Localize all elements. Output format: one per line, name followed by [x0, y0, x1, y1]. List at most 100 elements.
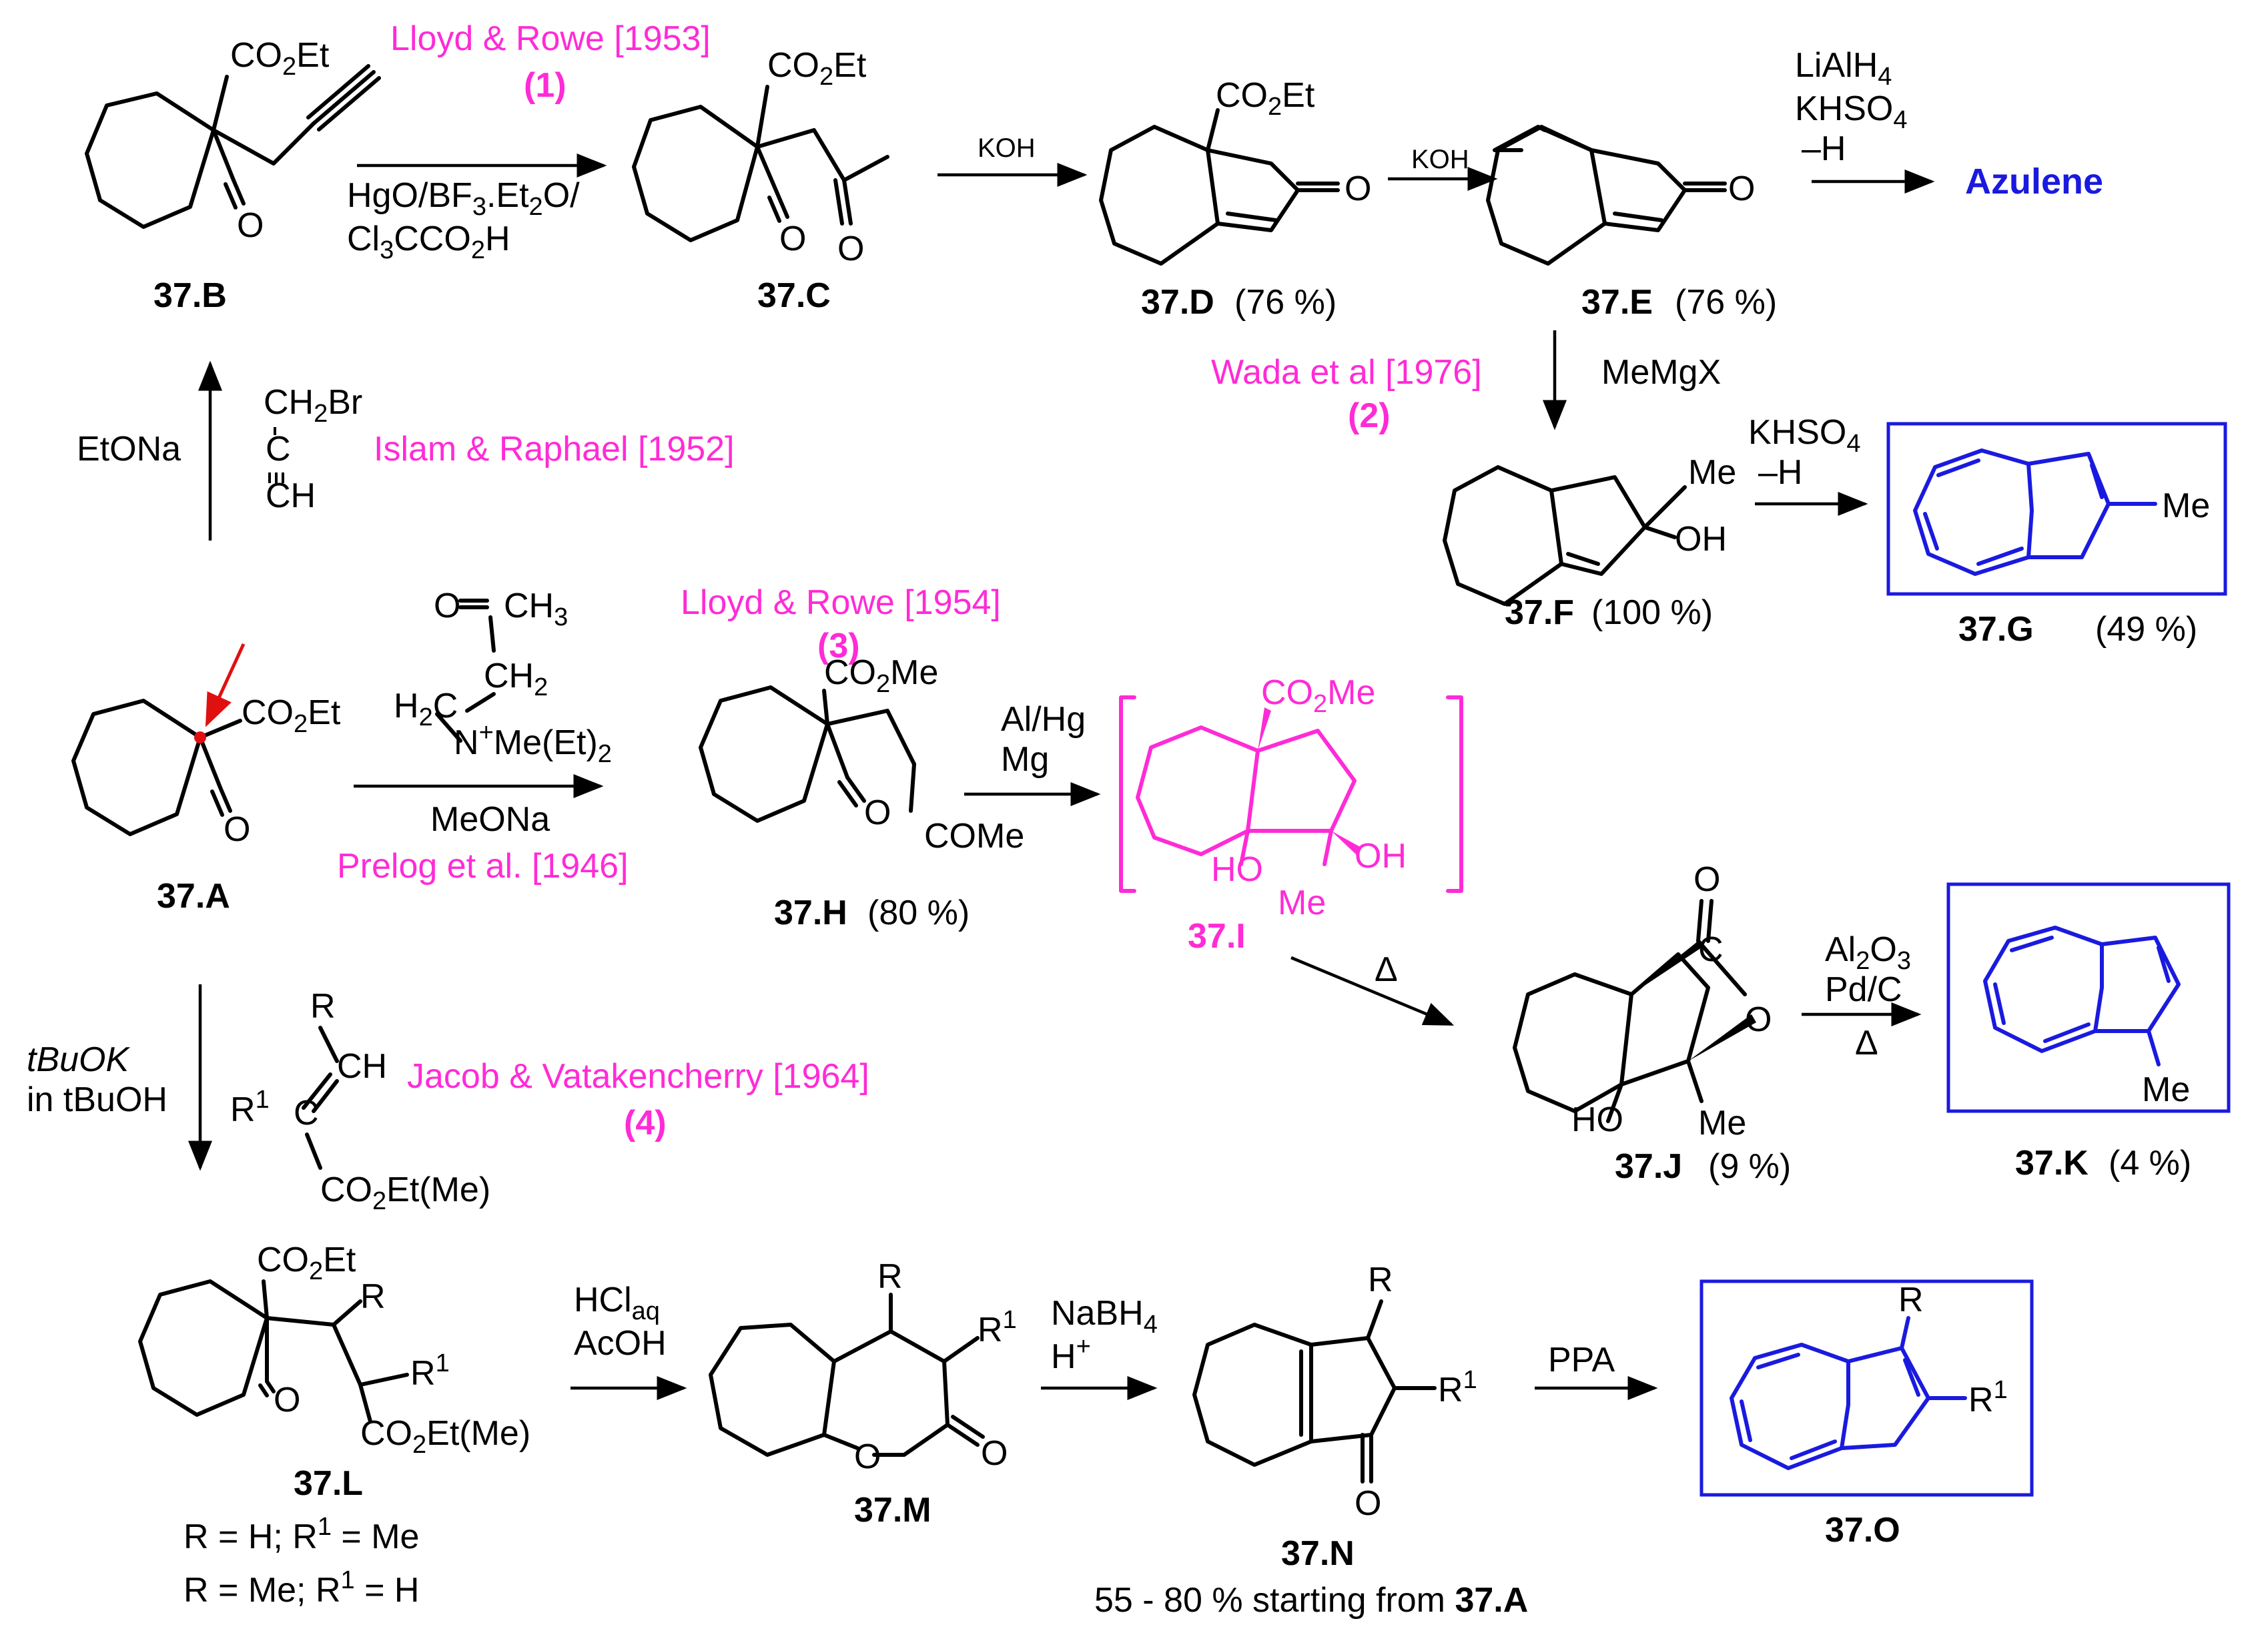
- compound-37C: CO2Et O O 37.C: [632, 46, 889, 315]
- ref-2-num: (2): [1348, 396, 1391, 435]
- n-yield-note: 55 - 80 % starting from 37.A: [1094, 1581, 1528, 1620]
- reagent-hplus: H+: [1051, 1333, 1091, 1376]
- group-co2me-h: CO2Me: [824, 653, 938, 698]
- label-37A: 37.A: [157, 877, 230, 916]
- reagent-hcl: HClaq: [574, 1281, 660, 1325]
- group-o-a: O: [224, 810, 250, 849]
- compound-37L: CO2Et R R1 O CO2Et(Me) 37.L R = H; R1 = …: [138, 1241, 530, 1610]
- reagent-delta-2: Δ: [1855, 1024, 1878, 1062]
- ref-1-num: (1): [524, 66, 566, 105]
- ref-1-text: Lloyd & Rowe [1953]: [390, 19, 711, 58]
- group-r-n: R: [1368, 1261, 1393, 1299]
- label-37E: 37.E: [1581, 283, 1653, 322]
- label-37O: 37.O: [1825, 1511, 1900, 1550]
- svg-text:CH: CH: [266, 476, 316, 515]
- group-ho-i: HO: [1211, 850, 1263, 889]
- compound-37G: Me 37.G (49 %): [1886, 422, 2227, 649]
- label-37L: 37.L: [294, 1464, 363, 1503]
- reagent-koh-2: KOH: [1411, 145, 1469, 174]
- svg-text:O: O: [434, 587, 460, 625]
- svg-text:C: C: [294, 1094, 319, 1132]
- reagent-meona: MeONa: [430, 800, 550, 839]
- label-37N: 37.N: [1281, 1534, 1355, 1573]
- reagent-khso4-2: KHSO4: [1748, 413, 1861, 458]
- group-r-o: R: [1898, 1281, 1924, 1319]
- compound-37I: CO2Me HO OH Me 37.I: [1119, 673, 1463, 956]
- label-37D: 37.D: [1141, 283, 1214, 322]
- group-o-j2: O: [1745, 1000, 1772, 1039]
- reagent-ppa: PPA: [1548, 1341, 1615, 1379]
- group-ho-j: HO: [1571, 1100, 1623, 1139]
- compound-37N: R R1 O 37.N 55 - 80 % starting from 37.A: [1094, 1261, 1528, 1620]
- compound-37H: Lloyd & Rowe [1954] (3) CO2Me O COMe 37.…: [681, 583, 1024, 932]
- svg-text:N+Me(Et)2: N+Me(Et)2: [454, 719, 612, 768]
- yield-37K: (4 %): [2109, 1144, 2191, 1183]
- reagent-delta-1: Δ: [1375, 950, 1398, 989]
- svg-text:CH: CH: [337, 1047, 387, 1086]
- reagent-al-hg: Al/Hg: [1001, 700, 1086, 739]
- compound-37D: CO2Et O 37.D (76 %): [1099, 76, 1371, 322]
- group-o-h: O: [864, 793, 891, 832]
- label-37I: 37.I: [1188, 917, 1246, 956]
- reagent-acrylate: R CH R1 C CO2Et(Me): [230, 987, 490, 1215]
- reagent-khso4: KHSO4: [1795, 89, 1908, 134]
- yield-37D: (76 %): [1234, 283, 1337, 322]
- reagent-nabh4: NaBH4: [1051, 1294, 1158, 1339]
- group-me-j: Me: [1698, 1104, 1746, 1143]
- reagent-pdc: Pd/C: [1825, 970, 1902, 1009]
- azulene-label: Azulene: [1965, 161, 2103, 202]
- ref-3-num: (3): [817, 627, 860, 665]
- group-come-h: COMe: [924, 817, 1024, 856]
- ref-4-num: (4): [624, 1104, 667, 1143]
- group-r1-o: R1: [1968, 1376, 2008, 1419]
- group-me-f: Me: [1688, 453, 1736, 492]
- label-37H: 37.H: [774, 894, 847, 932]
- group-co2et-d: CO2Et: [1216, 76, 1315, 121]
- group-co2et-l: CO2Et: [257, 1241, 356, 1285]
- yield-37E: (76 %): [1675, 283, 1777, 322]
- svg-text:R: R: [310, 987, 336, 1026]
- group-o-d: O: [1345, 170, 1371, 208]
- reagent-tbuok-2: in tBuOH: [27, 1080, 167, 1119]
- compound-37F: Me OH 37.F (100 %): [1443, 453, 1736, 632]
- label-37K: 37.K: [2015, 1144, 2089, 1183]
- reagent-tbuok-1: tBuOK: [27, 1040, 130, 1079]
- svg-text:CH3: CH3: [504, 587, 568, 631]
- reagent-al2o3: Al2O3: [1825, 930, 1911, 975]
- arrow-i-to-j: [1290, 956, 1455, 1026]
- group-co2et-c: CO2Et: [767, 46, 867, 91]
- ref-4-text: Jacob & Vatakencherry [1964]: [407, 1057, 869, 1096]
- l-definition-1: R = H; R1 = Me: [183, 1513, 419, 1556]
- reagent-mg: Mg: [1001, 740, 1049, 779]
- reagent-lialh4: LiAlH4: [1795, 46, 1892, 91]
- reagent-koh-1: KOH: [978, 133, 1036, 163]
- svg-text:R1: R1: [230, 1086, 270, 1129]
- yield-37F: (100 %): [1591, 593, 1713, 632]
- compound-37O: R R1 37.O: [1699, 1279, 2034, 1550]
- compound-37A: CO2Et O 37.A: [71, 643, 341, 916]
- svg-text:CH2: CH2: [484, 657, 548, 701]
- reagent-memgx: MeMgX: [1601, 353, 1721, 392]
- group-o-c1: O: [779, 220, 806, 258]
- box-37K: [1946, 882, 2231, 1113]
- group-co2etme-l: CO2Et(Me): [360, 1414, 530, 1459]
- yield-37J: (9 %): [1708, 1147, 1791, 1186]
- l-definition-2: R = Me; R1 = H: [183, 1566, 419, 1610]
- group-o-e: O: [1728, 170, 1755, 208]
- group-me-k: Me: [2142, 1070, 2190, 1109]
- group-r-l: R: [360, 1277, 386, 1316]
- reagent-propargyl-bromide: CH2Br C CH: [264, 383, 362, 515]
- ref-islam: Islam & Raphael [1952]: [374, 430, 735, 468]
- group-o-c2: O: [837, 230, 864, 268]
- ref-3-text: Lloyd & Rowe [1954]: [681, 583, 1001, 622]
- label-37C: 37.C: [757, 276, 831, 315]
- group-co2et-a: CO2Et: [242, 693, 341, 738]
- group-o-j1: O: [1693, 860, 1720, 899]
- reagent-minus-h-2: –H: [1758, 453, 1802, 492]
- group-oh-f: OH: [1675, 520, 1727, 559]
- group-o-l: O: [274, 1381, 300, 1419]
- label-37G: 37.G: [1958, 610, 2034, 649]
- group-me-i: Me: [1278, 884, 1326, 922]
- group-r1-m: R1: [978, 1306, 1017, 1349]
